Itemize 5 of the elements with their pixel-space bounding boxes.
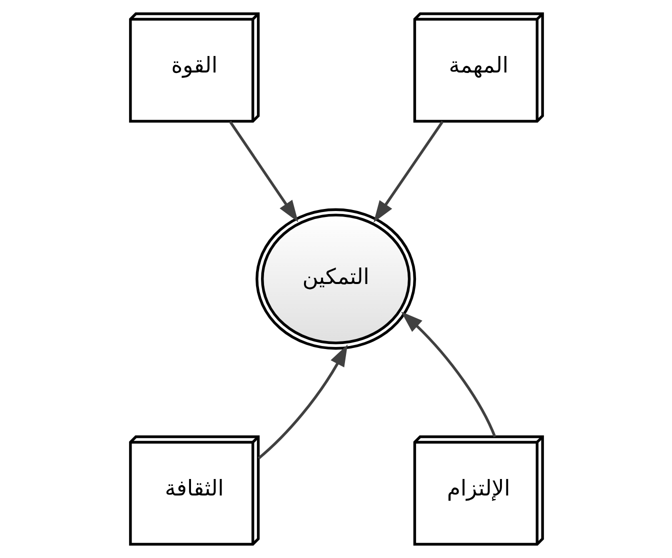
- node-ellipse: التمكين: [255, 208, 416, 350]
- arrow: [228, 120, 298, 222]
- arrow: [400, 312, 496, 438]
- arrow: [373, 120, 444, 222]
- arrow: [257, 344, 348, 460]
